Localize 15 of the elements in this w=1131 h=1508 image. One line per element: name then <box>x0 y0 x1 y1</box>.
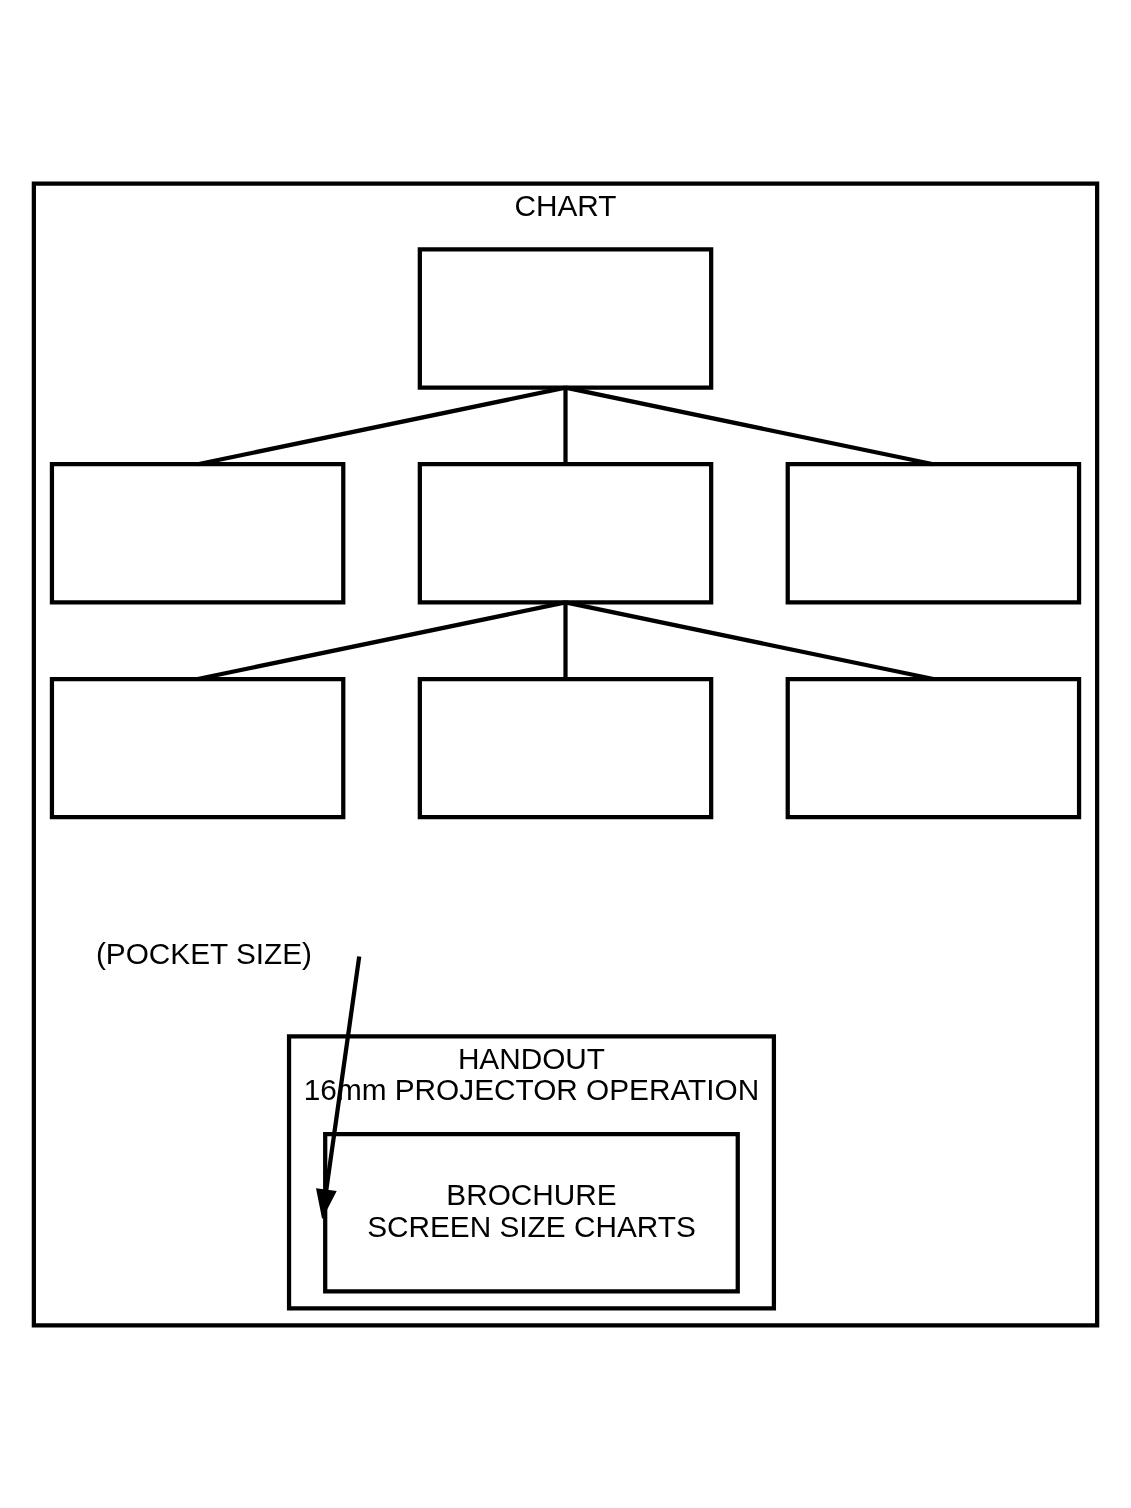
node-box <box>785 461 1082 605</box>
connector <box>197 385 566 466</box>
node-box <box>417 461 714 605</box>
connector <box>197 599 566 681</box>
node-box <box>49 461 346 605</box>
connector <box>565 385 934 466</box>
node-text: (POCKET SIZE) <box>95 936 313 970</box>
node-box <box>49 676 346 819</box>
connector <box>563 601 568 679</box>
node-box: BROCHURE SCREEN SIZE CHARTS <box>323 1131 740 1294</box>
node-box <box>785 676 1082 819</box>
node-box <box>417 246 714 390</box>
connector <box>563 387 568 464</box>
connector <box>565 599 934 681</box>
node-box <box>417 676 714 819</box>
